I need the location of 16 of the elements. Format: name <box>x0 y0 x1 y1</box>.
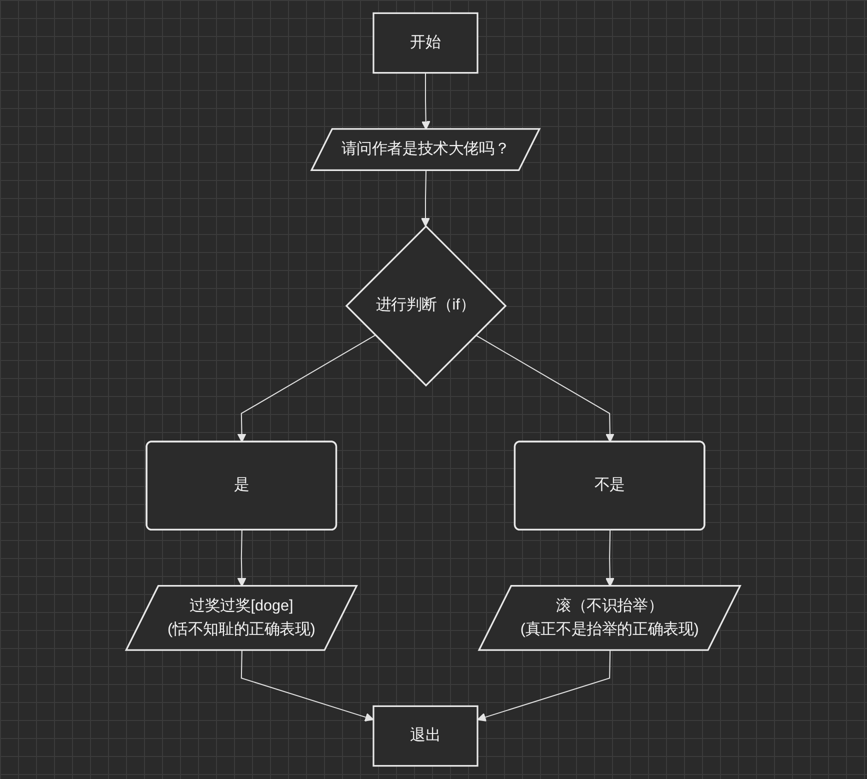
arrow <box>477 650 611 722</box>
rounded-box: 不是 <box>514 440 706 531</box>
arrow <box>238 530 247 587</box>
arrow <box>606 530 615 587</box>
arrow <box>238 334 376 442</box>
parallelogram-box: 请问作者是技术大佬吗？ <box>310 128 542 172</box>
decision-diamond: 进行判断（if） <box>346 225 508 387</box>
arrow <box>421 170 430 227</box>
arrow <box>422 72 431 130</box>
process-box: 开始 <box>373 12 479 74</box>
parallelogram-box: 过奖过奖[doge] (恬不知耻的正确表现) <box>125 585 358 651</box>
rounded-box: 是 <box>146 440 338 531</box>
arrow <box>241 650 374 722</box>
arrow <box>476 334 615 442</box>
parallelogram-box: 滚（不识抬举） (真正不是抬举的正确表现) <box>478 585 742 651</box>
process-box: 退出 <box>373 705 479 767</box>
